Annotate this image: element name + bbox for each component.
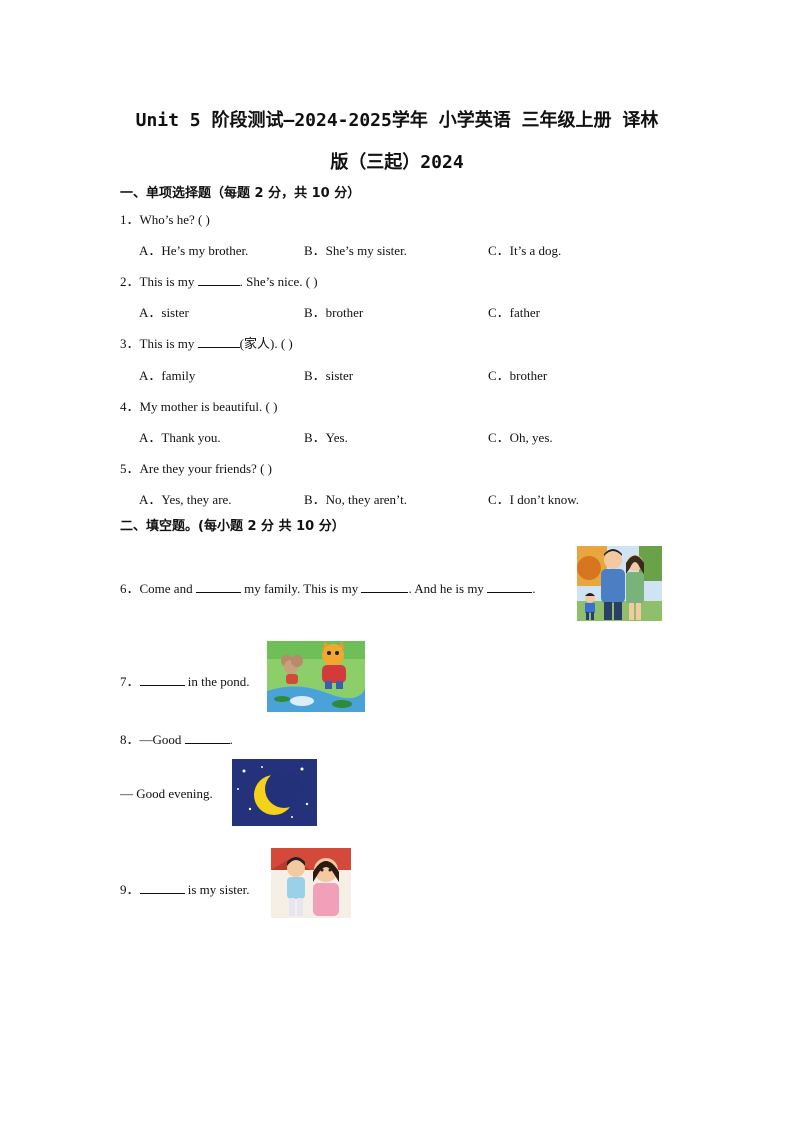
question-2-stem: 2．This is my . She’s nice. ( ) [120, 271, 318, 290]
question-9-part1: 9． [120, 882, 140, 897]
question-4-stem: 4．My mother is beautiful. ( ) [120, 399, 278, 414]
question-7-part1: 7． [120, 674, 140, 689]
question-6-part2: my family. This is my [240, 581, 362, 596]
question-9-part2: is my sister. [184, 882, 250, 897]
question-3-option-b: B．sister [304, 368, 354, 383]
question-6-blank-2 [361, 581, 409, 593]
question-5-option-b: B．No, they aren’t. [304, 492, 408, 507]
pond-picture [267, 641, 365, 712]
question-6: 6．Come and my family. This is my . And h… [120, 578, 535, 597]
question-3-option-a: A．family [139, 368, 196, 383]
question-6-part3: . And he is my [408, 581, 488, 596]
question-6-part4: . [532, 581, 536, 596]
question-6-part1: 6．Come and [120, 581, 196, 596]
question-3-stem-start: 3．This is my [120, 336, 198, 351]
question-4-option-b: B．Yes. [304, 430, 348, 445]
family-picture [577, 546, 662, 621]
sister-picture [271, 848, 351, 918]
question-8-line1: 8．—Good . [120, 729, 233, 748]
question-1-stem: 1．Who’s he? ( ) [120, 212, 210, 227]
question-5-option-a: A．Yes, they are. [139, 492, 232, 507]
question-2-option-a: A．sister [139, 305, 189, 320]
question-4-option-c: C．Oh, yes. [488, 430, 553, 445]
question-3-stem: 3．This is my (家人). ( ) [120, 333, 293, 352]
question-2-option-b: B．brother [304, 305, 364, 320]
section2-heading: 二、填空题。(每小题 2 分 共 10 分） [120, 519, 345, 534]
question-9: 9． is my sister. [120, 879, 250, 898]
question-7: 7． in the pond. [120, 671, 250, 690]
section1-heading: 一、单项选择题（每题 2 分，共 10 分） [120, 186, 361, 201]
question-8-blank [184, 732, 230, 744]
question-6-blank-3 [487, 581, 533, 593]
question-3-stem-end: (家人). ( ) [239, 336, 293, 351]
question-3-option-c: C．brother [488, 368, 548, 383]
question-2-option-c: C．father [488, 305, 540, 320]
page-title-line2: 版（三起）2024 [330, 152, 464, 173]
question-8-prompt-end: . [229, 732, 233, 747]
question-9-blank [139, 882, 185, 894]
question-4-option-a: A．Thank you. [139, 430, 221, 445]
question-7-part2: in the pond. [184, 674, 250, 689]
question-2-blank [197, 274, 240, 286]
question-3-blank [197, 336, 240, 348]
question-1-option-b: B．She’s my sister. [304, 243, 407, 258]
question-8-line2: — Good evening. [120, 786, 213, 801]
question-7-blank [139, 674, 185, 686]
question-1-option-c: C．It’s a dog. [488, 243, 562, 258]
question-5-stem: 5．Are they your friends? ( ) [120, 461, 272, 476]
question-8-prompt: 8．—Good [120, 732, 185, 747]
question-5-option-c: C．I don’t know. [488, 492, 580, 507]
night-moon-picture [232, 759, 317, 826]
question-2-stem-start: 2．This is my [120, 274, 198, 289]
question-6-blank-1 [195, 581, 241, 593]
page-title-line1: Unit 5 阶段测试—2024-2025学年 小学英语 三年级上册 译林 [135, 110, 659, 131]
question-1-option-a: A．He’s my brother. [139, 243, 249, 258]
question-2-stem-end: . She’s nice. ( ) [239, 274, 318, 289]
